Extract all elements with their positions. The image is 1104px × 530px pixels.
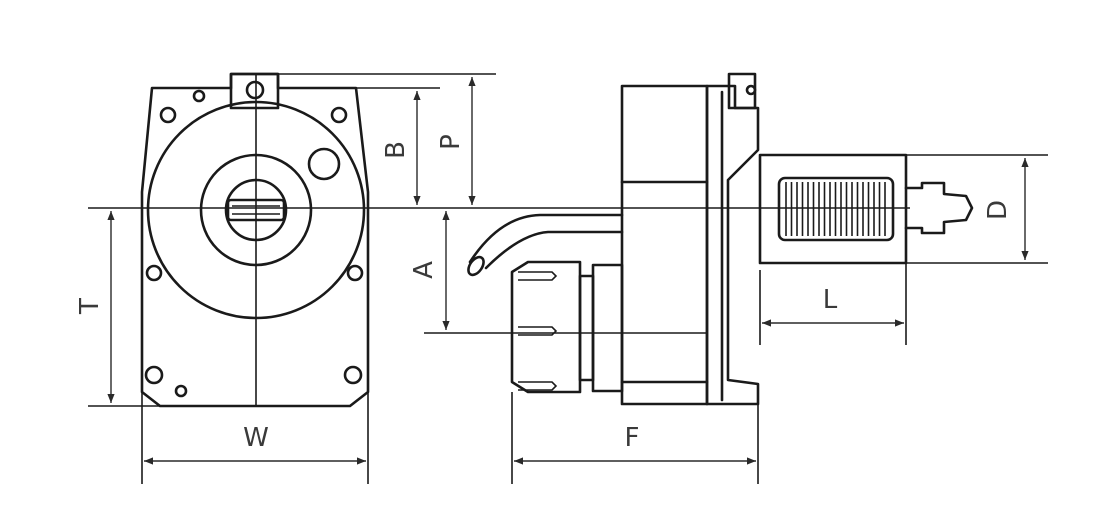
mounting-hole [174,384,188,398]
dim-label-D: D [983,200,1013,220]
dim-label-B: B [381,141,411,159]
dim-label-L: L [823,285,838,315]
coolant-nozzle [467,255,485,277]
spline-section [777,176,895,242]
flange-top-block [727,72,757,110]
mounting-hole [330,106,348,124]
side-view-housing [620,84,709,406]
spline-teeth [785,182,886,236]
front-view-top-tab [229,72,280,110]
side-port-hole [307,147,341,181]
tab-hole [245,80,265,100]
collet-nut-ring [578,274,595,382]
drive-tip [904,181,974,235]
dim-label-W: W [243,423,269,453]
mounting-hole [144,365,164,385]
mounting-hole [346,264,364,282]
dim-label-A: A [409,261,439,279]
coolant-pipe [468,213,624,264]
front-view [140,72,370,408]
dim-label-F: F [625,423,640,453]
collet-nut [510,260,582,394]
side-view-flange [705,84,760,406]
mounting-hole [145,264,163,282]
extension-lines [88,73,1048,484]
mounting-hole [192,89,206,103]
drive-shank [758,153,908,265]
side-view [467,72,974,406]
dim-label-T: T [75,298,105,315]
mounting-hole [343,365,363,385]
dim-label-P: P [436,134,466,150]
flange-top-hole [745,84,757,96]
collet-slots [518,271,558,391]
coolant-pipe [484,230,624,270]
mounting-hole [159,106,177,124]
collet-nut-body [591,263,624,393]
